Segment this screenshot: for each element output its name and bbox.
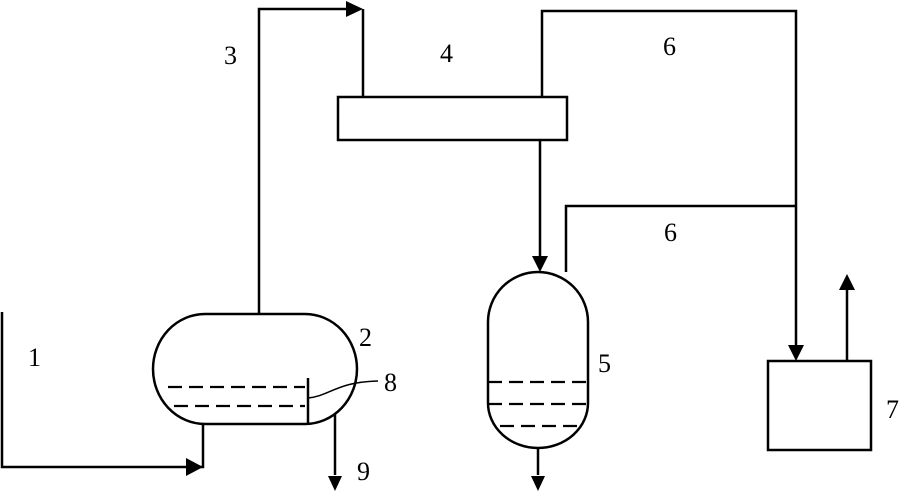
label-4: 4 [440,39,453,68]
label-3: 3 [224,41,237,70]
label-2: 2 [359,323,372,352]
leader-line-8 [307,380,379,399]
unit-4 [336,95,569,142]
vapor-arrow-3 [346,1,363,17]
label-7: 7 [886,395,899,424]
label-6-lower: 6 [664,218,677,247]
feed-line-1 [0,312,205,469]
label-1: 1 [28,343,41,372]
vapor-line-3 [257,7,348,314]
arrow-into-vessel-5 [532,256,548,272]
line-6-upper [540,9,798,345]
label-6-upper: 6 [663,32,676,61]
vessel-2 [151,312,359,426]
vessel-5-outlet-arrow [531,476,545,491]
unit-7-vent-arrow [839,274,855,290]
arrow-into-unit-7 [788,345,804,361]
feed-arrow-1 [186,458,203,476]
label-5: 5 [598,349,611,378]
line-6-lower [564,204,796,272]
vessel-5 [486,270,590,450]
label-8: 8 [384,368,397,397]
unit-7 [766,359,873,452]
outlet-arrow-9 [328,476,342,491]
label-9: 9 [357,457,370,486]
